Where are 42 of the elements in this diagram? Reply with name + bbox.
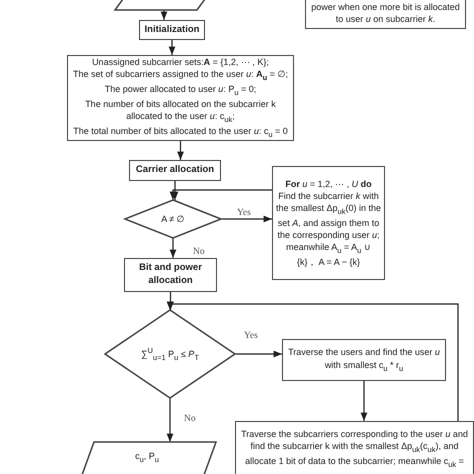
- edge-label: No: [192, 247, 206, 257]
- node-text: c$_{u}$, P$_{u}$: [134, 450, 160, 465]
- node-text: The number of bits allocated on the subcarrier k allocated to the user u: c$_{uk}$;: [84, 98, 277, 126]
- node-text: ∑$^{U}$$_{u=1}$ P$_{u}$ ≤ P$_{T}$: [140, 346, 200, 362]
- node-text: Traverse the users and find the user u with smallest c$_{u}$ * r$_{u}$: [287, 346, 441, 374]
- process-box: [139, 20, 205, 40]
- arrow: [235, 350, 282, 358]
- arrow: [177, 141, 184, 160]
- arrow: [170, 189, 272, 200]
- node-text: Find the subcarrier k with the smallest Δp$_{uk}$(0) in the set A, and assign them to the corresponding user u; meanwhile A$_{u}$ = A$_{u}$ ∪ {k}， A = A − {k}: [275, 190, 382, 268]
- node-text: The total number of bits allocated to the user u: c$_{u}$ = 0: [72, 125, 289, 140]
- process-box: [305, 0, 466, 29]
- node-text: The power allocated to user u: P$_{u}$ = 0;: [104, 83, 258, 98]
- node-text: For u = 1,2, ⋯ , U do: [284, 178, 373, 190]
- node-text: Bit and power allocation: [138, 262, 203, 288]
- process-box: [129, 160, 221, 181]
- arrow: [172, 181, 178, 200]
- arrow: [166, 302, 459, 421]
- process-box: [235, 421, 474, 474]
- edge-label: Yes: [236, 208, 252, 218]
- node-text: Carrier allocation: [134, 164, 216, 177]
- node-text: A ≠ ∅: [160, 212, 186, 226]
- arrow: [167, 292, 174, 310]
- node-text: Unassigned subcarrier sets:A = {1,2, ⋯ , K};: [91, 56, 270, 68]
- arrow: [221, 216, 272, 222]
- process-box: [272, 166, 385, 280]
- edge-label: No: [183, 414, 197, 424]
- node-text: Initialization: [144, 24, 200, 36]
- arrow: [160, 10, 168, 20]
- node-text: power when one more bit is allocated to user u on subcarrier k.: [310, 0, 461, 26]
- process-box: [124, 258, 217, 292]
- edge-label: Yes: [243, 331, 259, 341]
- decision-diamond: [105, 310, 235, 398]
- process-box: [67, 55, 294, 141]
- arrow: [168, 40, 176, 55]
- arrow: [166, 398, 174, 442]
- node-text: Traverse the subcarriers corresponding to the user u and find the subcarrier k with the smallest Δp$_{uk}$(c$_{uk}$), and allocate 1 bit of data to the subcarrier; meanwhile c$_{uk}$ =: [240, 428, 469, 470]
- decision-diamond: [125, 200, 221, 238]
- arrow: [360, 381, 368, 421]
- node-text: The set of subcarriers assigned to the user u: A$_{u}$ = ∅;: [72, 68, 289, 84]
- arrow: [170, 238, 176, 258]
- process-box: [282, 339, 446, 381]
